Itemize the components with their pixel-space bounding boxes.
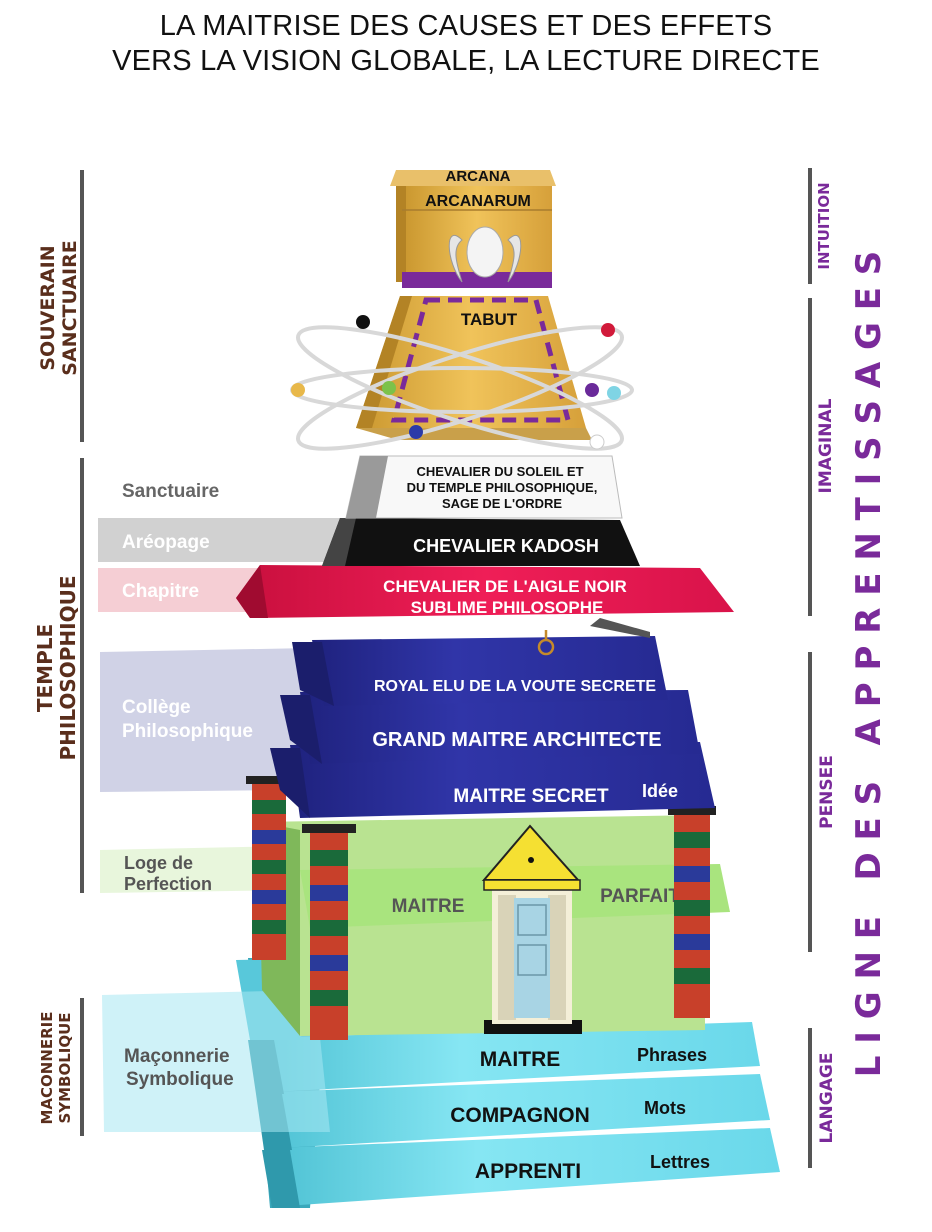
tier-areopage <box>322 518 640 566</box>
tier-soleil-1: CHEVALIER DU SOLEIL ET <box>416 464 583 479</box>
group-label-maconnerie: MACONNERIE SYMBOLIQUE <box>38 1011 74 1124</box>
pillar-right-front <box>668 806 716 1018</box>
right-bar-langage <box>808 1028 812 1168</box>
tier-arcana <box>390 170 556 288</box>
label-sanctuaire: Sanctuaire <box>122 481 219 502</box>
tier-college <box>270 636 715 818</box>
label-maconnerie-1: Maçonnerie <box>124 1046 230 1067</box>
label-areopage: Aréopage <box>122 532 210 553</box>
band-chapitre <box>98 568 265 612</box>
tier-chapitre <box>236 565 734 638</box>
svg-text:PHILOSOPHIQUE: PHILOSOPHIQUE <box>56 575 80 760</box>
orbit-bead-black <box>356 315 370 329</box>
label-college-1: Collège <box>122 697 191 718</box>
tier-maitre-parfait-left: MAITRE <box>392 896 465 917</box>
label-ligne-des-apprentissages: L I G N E D E S A P P R E N T I S S A G … <box>849 251 889 1078</box>
group-bar-temple <box>80 458 84 893</box>
tier-parfait-label: PARFAIT <box>600 886 680 907</box>
label-imaginal: IMAGINAL <box>816 398 836 493</box>
band-loge <box>100 846 300 893</box>
label-loge-1: Loge de <box>124 853 193 873</box>
tier-maitre-label: MAITRE <box>480 1048 561 1071</box>
svg-text:SOUVERAIN: SOUVERAIN <box>37 245 59 370</box>
tier-idee-label: Idée <box>642 781 678 801</box>
pillar-left-front <box>302 824 356 1040</box>
orbit-bead-green <box>382 381 396 395</box>
tier-compagnon-label: COMPAGNON <box>450 1104 590 1127</box>
pillar-left-back <box>246 776 292 960</box>
label-intuition: INTUITION <box>815 182 833 269</box>
tier-grand-label: GRAND MAITRE ARCHITECTE <box>372 729 661 751</box>
orbit-bead-white <box>589 434 605 450</box>
label-maconnerie-2: Symbolique <box>126 1069 234 1090</box>
group-bar-maconnerie <box>80 998 84 1136</box>
group-bar-souverain <box>80 170 84 442</box>
tier-arcana-2: ARCANARUM <box>425 193 531 210</box>
svg-text:MACONNERIE: MACONNERIE <box>38 1011 56 1124</box>
band-college <box>100 648 310 792</box>
right-bar-intuition <box>808 168 812 284</box>
orbit-bead-cyan <box>607 386 621 400</box>
tier-kadosh-label: CHEVALIER KADOSH <box>413 536 599 556</box>
orbit-bead-purple <box>585 383 599 397</box>
title-line-1: LA MAITRISE DES CAUSES ET DES EFFETS <box>159 10 773 42</box>
label-langage: LANGAGE <box>817 1053 837 1144</box>
tier-apprenti-label: APPRENTI <box>475 1160 581 1183</box>
tier-secret-label: MAITRE SECRET <box>453 786 609 807</box>
svg-text:SANCTUAIRE: SANCTUAIRE <box>59 240 81 375</box>
right-bar-imaginal <box>808 298 812 616</box>
tier-royal-label: ROYAL ELU DE LA VOUTE SECRETE <box>374 678 656 695</box>
orbit-bead-gold <box>291 383 305 397</box>
tier-tabut-label: TABUT <box>461 310 518 329</box>
svg-text:SYMBOLIQUE: SYMBOLIQUE <box>56 1012 74 1123</box>
tier-mots-label: Mots <box>644 1098 686 1118</box>
tier-aigle-2: SUBLIME PHILOSOPHE <box>411 598 604 617</box>
title-line-2: VERS LA VISION GLOBALE, LA LECTURE DIREC… <box>112 45 820 77</box>
label-pensee: PENSEE <box>817 755 837 829</box>
band-areopage <box>98 518 340 562</box>
tier-arcana-1: ARCANA <box>446 168 511 185</box>
tier-soleil-2: DU TEMPLE PHILOSOPHIQUE, <box>407 480 598 495</box>
group-label-temple: TEMPLE PHILOSOPHIQUE <box>33 575 80 760</box>
tier-aigle-1: CHEVALIER DE L'AIGLE NOIR <box>383 577 627 596</box>
orbit-bead-blue <box>409 425 423 439</box>
tier-phrases-label: Phrases <box>637 1045 707 1065</box>
label-chapitre: Chapitre <box>122 581 199 602</box>
tier-soleil-3: SAGE DE L'ORDRE <box>442 496 562 511</box>
orbit-bead-red <box>601 323 615 337</box>
right-bar-pensee <box>808 652 812 952</box>
band-maconnerie <box>102 990 330 1132</box>
temple-door <box>481 824 582 1034</box>
svg-text:TEMPLE: TEMPLE <box>33 624 57 712</box>
label-college-2: Philosophique <box>122 721 253 742</box>
tier-lettres-label: Lettres <box>650 1152 710 1172</box>
tier-sanctuaire <box>345 455 623 519</box>
group-label-souverain: SOUVERAIN SANCTUAIRE <box>37 240 81 375</box>
label-loge-2: Perfection <box>124 874 212 894</box>
